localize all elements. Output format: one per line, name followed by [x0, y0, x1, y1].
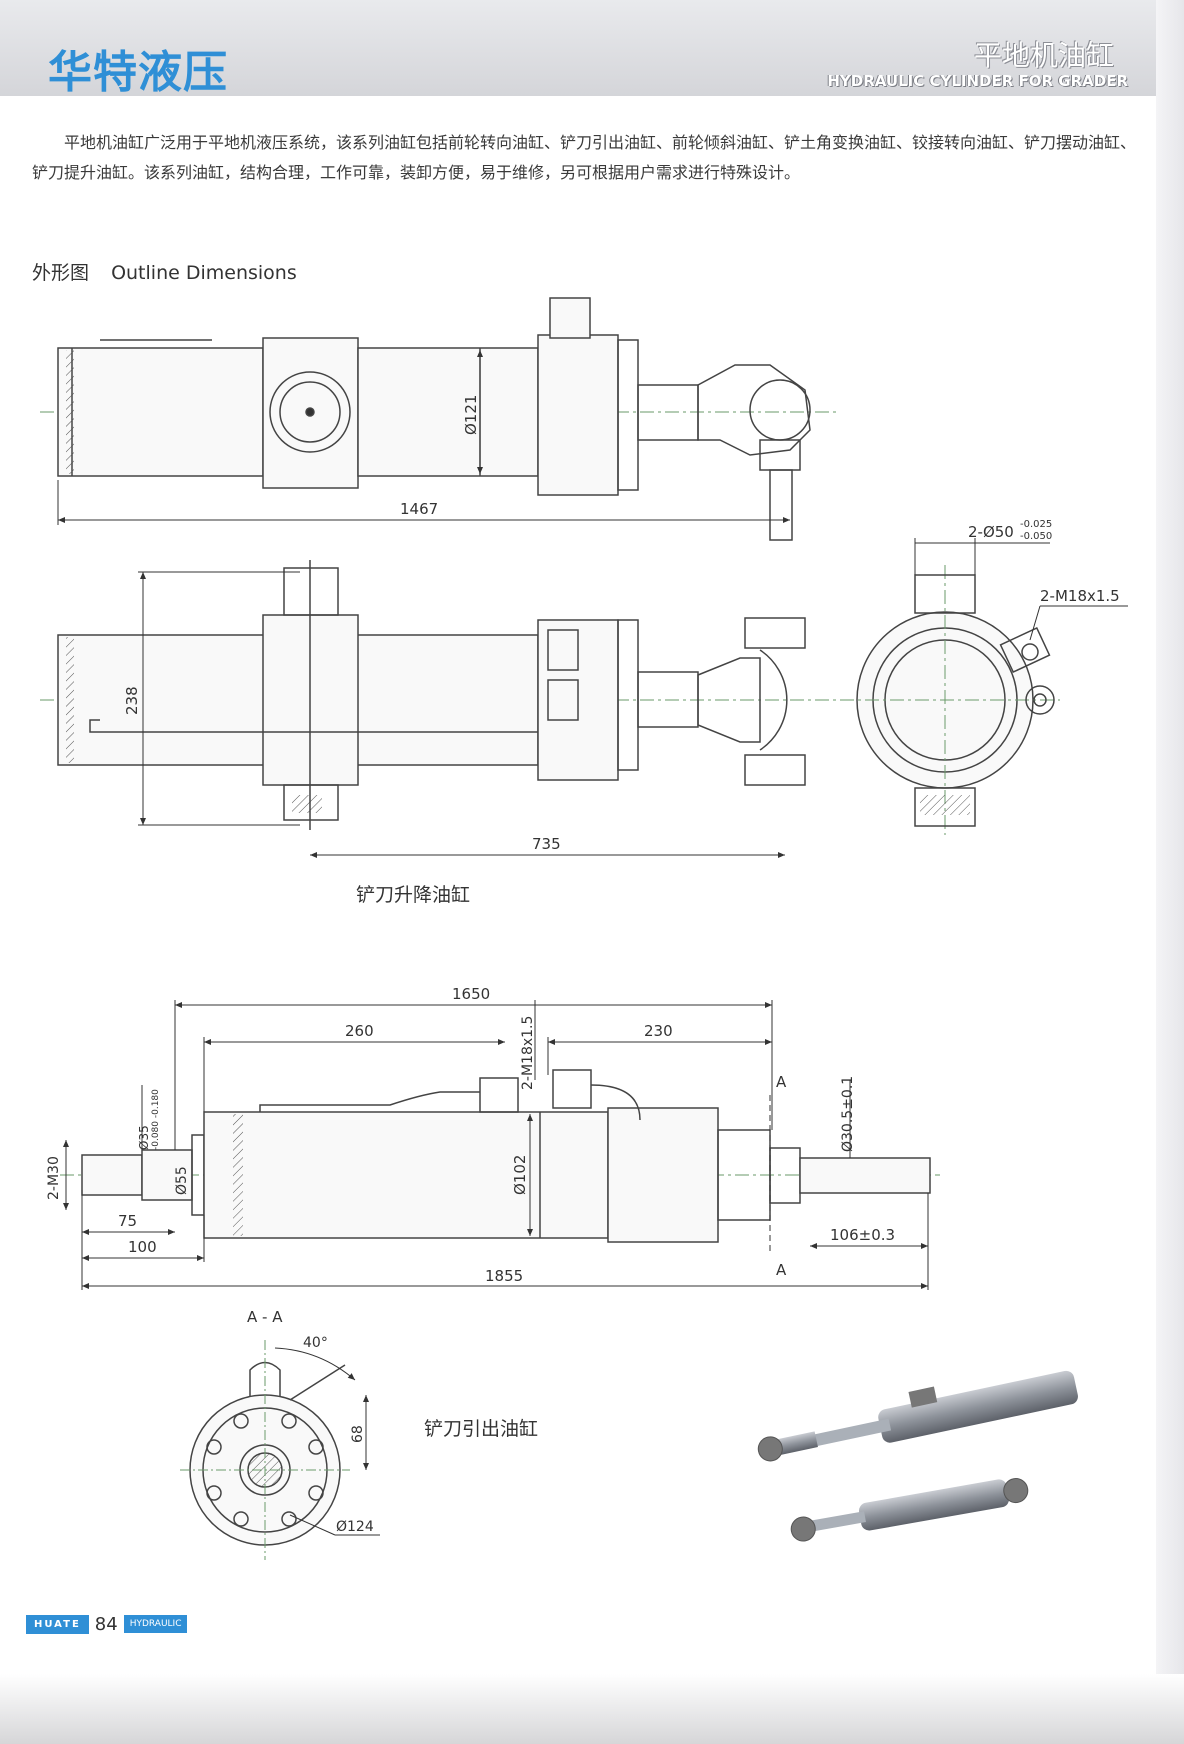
dim-124: Ø124 — [289, 1514, 380, 1536]
dim-label: Ø30.5±0.1 — [840, 1076, 856, 1152]
header-bar: 华特液压 平地机油缸 HYDRAULIC CYLINDER FOR GRADER — [0, 0, 1156, 98]
section-a-a-view — [180, 1340, 350, 1560]
dim-pin-2-50: 2-Ø50 -0.025 -0.050 — [914, 519, 1052, 575]
dim-label: 100 — [128, 1238, 157, 1256]
dim-port-m18-vertical: 2-M18x1.5 — [520, 1000, 536, 1090]
footer-brand: HUATE — [26, 1614, 89, 1634]
dim-label: 2-M18x1.5 — [1040, 587, 1120, 605]
section-heading-en: Outline Dimensions — [111, 262, 297, 284]
page-edge — [1156, 0, 1184, 1744]
product-photo — [757, 1370, 1078, 1542]
dim-label: Ø121 — [462, 395, 480, 435]
dim-bore-121: Ø121 — [462, 350, 483, 474]
dim-label: 260 — [345, 1022, 374, 1040]
dim-total-1650: 1650 — [174, 985, 773, 1150]
dim-stroke-735: 735 — [310, 835, 785, 858]
dim-rod-30-5: Ø30.5±0.1 — [840, 1076, 856, 1158]
lift-cylinder-end-view — [840, 565, 1060, 835]
dim-rod-end-35: Ø35 -0.080 -0.180 — [137, 1085, 161, 1150]
dim-label: 1650 — [452, 985, 490, 1003]
dim-label: 238 — [123, 686, 141, 715]
dim-106: 106±0.3 — [810, 1226, 928, 1249]
dim-260: 260 — [203, 1022, 505, 1112]
section-heading: 外形图 Outline Dimensions — [32, 258, 313, 285]
page-footer: HUATE 84 HYDRAULIC — [26, 1612, 188, 1636]
dim-bore-102: Ø102 — [511, 1114, 533, 1236]
dim-tol: -0.080 -0.180 — [151, 1089, 161, 1150]
dim-port-m18: 2-M18x1.5 — [1029, 587, 1128, 641]
dim-height-238: 238 — [123, 571, 300, 826]
dim-label: 75 — [118, 1212, 137, 1230]
dim-label: Ø102 — [511, 1155, 529, 1195]
dim-label: 40° — [303, 1335, 328, 1351]
dim-tol-upper: -0.025 — [1020, 519, 1052, 530]
section-mark-top: A — [776, 1073, 787, 1091]
section-heading-cn: 外形图 — [32, 262, 90, 284]
page-bottom-shadow — [0, 1674, 1184, 1744]
dim-75: 75 — [82, 1212, 175, 1235]
dim-thread-m30: 2-M30 — [46, 1140, 69, 1210]
dim-label: 2-M18x1.5 — [520, 1016, 536, 1090]
dim-neck-55: Ø55 — [174, 1166, 190, 1195]
dim-label: 1855 — [485, 1267, 523, 1285]
caption-sideshift-cylinder: 铲刀引出油缸 — [424, 1418, 539, 1440]
dim-label: 2-Ø50 — [968, 523, 1014, 541]
dim-label: Ø124 — [336, 1519, 374, 1535]
dim-label: 735 — [532, 835, 561, 853]
sideshift-cylinder-view — [60, 1069, 940, 1243]
page-title-en: HYDRAULIC CYLINDER FOR GRADER — [827, 72, 1128, 90]
section-a-a-label: A - A — [247, 1308, 283, 1326]
dim-label: 2-M30 — [46, 1156, 62, 1200]
dim-tol-lower: -0.050 — [1020, 531, 1052, 542]
dim-68: 68 — [350, 1395, 369, 1470]
dim-100: 100 — [81, 1190, 205, 1290]
section-marks-a: A A — [769, 1073, 787, 1279]
dim-label: 230 — [644, 1022, 673, 1040]
caption-lift-cylinder: 铲刀升降油缸 — [356, 884, 471, 906]
dim-total-1855: 1855 — [82, 1193, 929, 1290]
lift-cylinder-top-view — [40, 297, 840, 541]
dim-label: 68 — [350, 1425, 366, 1443]
dim-length-1467: 1467 — [57, 480, 790, 525]
dim-angle-40: 40° — [274, 1335, 356, 1381]
page-title-cn: 平地机油缸 — [973, 39, 1114, 72]
dim-230: 230 — [547, 1022, 772, 1075]
dim-label: Ø55 — [174, 1166, 190, 1195]
footer-tag: HYDRAULIC — [123, 1615, 188, 1633]
dim-label: 106±0.3 — [830, 1226, 895, 1244]
lift-cylinder-side-view — [40, 560, 840, 830]
section-mark-bottom: A — [776, 1261, 787, 1279]
dim-label: 1467 — [400, 500, 438, 518]
dim-label: Ø35 — [137, 1125, 151, 1150]
brand-logo: 华特液压 — [48, 47, 228, 98]
page-number: 84 — [94, 1613, 118, 1635]
intro-paragraph: 平地机油缸广泛用于平地机液压系统，该系列油缸包括前轮转向油缸、铲刀引出油缸、前轮… — [32, 133, 1137, 182]
